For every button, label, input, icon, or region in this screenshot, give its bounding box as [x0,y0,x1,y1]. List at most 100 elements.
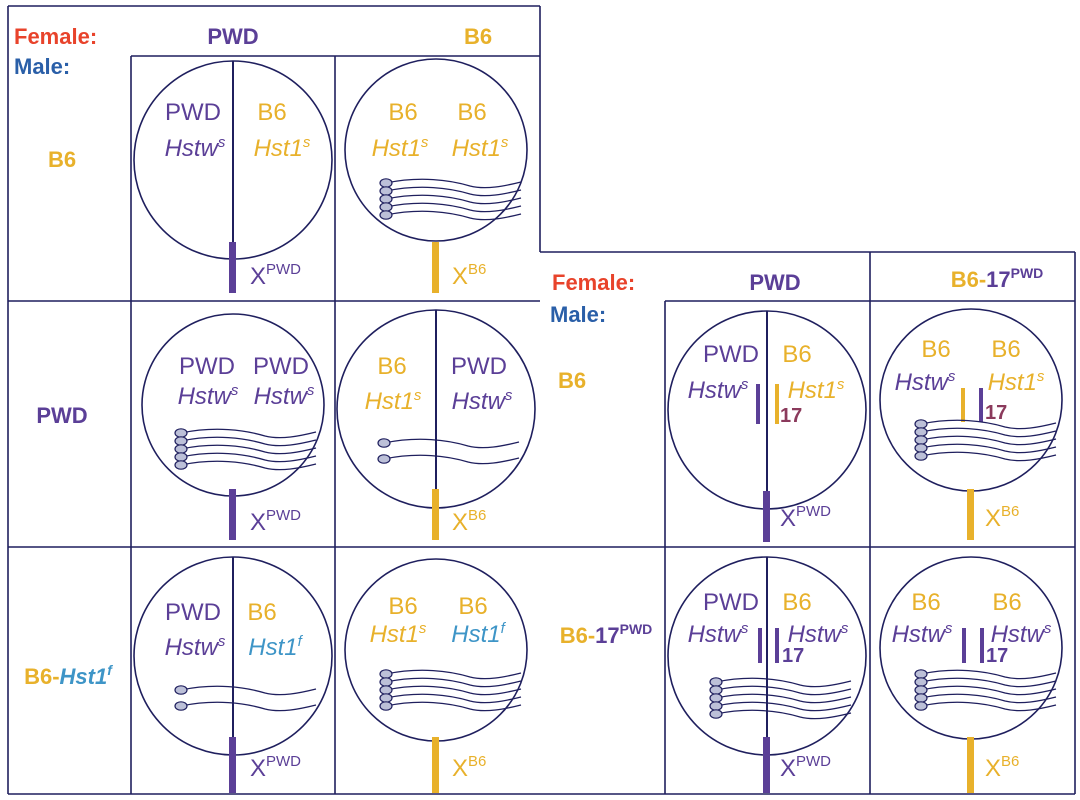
left-male-row-pwd: PWD [36,403,87,428]
cell-strain-left: B6 [377,353,406,380]
chr17-bar-b6 [775,384,779,424]
cell-gene-left: Hst1s [365,387,422,415]
cell-strain-right: B6 [247,599,276,626]
x-chromosome-bar [763,491,770,542]
cell-strain-right: PWD [253,353,309,380]
cell-strain-right: B6 [257,99,286,126]
testis-circle [344,558,528,742]
x-chromosome-label: XB6 [452,261,486,290]
cell-gene-left: Hst1s [370,620,427,648]
sperm-heads [377,438,391,464]
right-cell-b6-x-pwd: PWD B6 Hstws Hst1s 17 XPWD [667,310,867,542]
cell-gene-right: Hst1s [254,134,311,162]
cell-strain-left: PWD [703,341,759,368]
chr17-label: 17 [782,645,804,667]
sperm-bundle [715,677,852,720]
chr17-bar-pwd [756,384,760,424]
left-female-col-pwd: PWD [207,24,258,49]
x-chromosome-label: XB6 [452,507,486,536]
right-cell-b6-x-b6-17pwd: B6 B6 Hstws Hst1s 17 XB6 [879,308,1063,540]
chr17-bar-pwd [980,628,984,663]
left-cell-pwd-x-b6: B6 PWD Hst1s Hstws XB6 [336,309,536,540]
x-chromosome-label: XPWD [250,507,301,536]
left-grid [7,5,541,795]
cell-strain-left: PWD [165,99,221,126]
cell-gene-right: Hstws [788,620,849,648]
x-chromosome-bar [763,737,770,793]
cell-gene-left: Hstws [165,134,226,162]
cell-gene-left: Hstws [178,382,239,410]
cell-gene-left: Hstws [688,620,749,648]
chr17-label: 17 [985,402,1007,424]
cell-gene-right: Hstws [452,387,513,415]
x-chromosome-bar [229,737,236,793]
cell-strain-left: B6 [921,336,950,363]
left-cell-pwd-x-pwd: PWD PWD Hstws Hstws XPWD [141,313,325,540]
right-cell-b6-17pwd-x-b6-17pwd: B6 B6 Hstws Hstws 17 XB6 [879,556,1063,793]
x-chromosome-bar [432,489,439,540]
left-female-label: Female: [14,24,97,49]
testis-circle [879,556,1063,740]
right-female-col-b6-17pwd: B6-17PWD [951,265,1044,292]
testis-circle [344,58,528,242]
chr17-bar-pwd [979,388,983,422]
sperm-bundle [180,428,317,471]
sperm-heads [379,669,393,711]
left-female-col-b6: B6 [464,24,492,49]
x-chromosome-label: XPWD [780,503,831,532]
left-cell-b6hst1f-x-b6: B6 B6 Hst1s Hst1f XB6 [344,558,528,793]
cell-gene-right: Hst1f [248,633,303,661]
x-chromosome-bar [967,489,974,540]
cell-strain-left: PWD [165,599,221,626]
sperm-heads [174,428,188,470]
x-chromosome-label: XPWD [250,261,301,290]
x-chromosome-label: XPWD [780,753,831,782]
right-panel: Female: Male: PWD B6-17PWD B6 B6-17PWD P… [540,251,1076,795]
cell-gene-right: Hst1s [788,376,845,404]
cell-gene-left: Hstws [688,376,749,404]
left-male-row-b6-hst1f: B6-Hst1f [24,662,113,689]
cell-gene-right: Hst1s [988,368,1045,396]
sperm-bundle [385,178,522,221]
chr17-bar-pwd [962,628,966,663]
cell-gene-left: Hstws [892,620,953,648]
x-chromosome-label: XB6 [985,503,1019,532]
x-chromosome-bar [229,242,236,293]
cell-gene-left: Hstws [165,633,226,661]
right-male-row-b6: B6 [558,368,586,393]
x-chromosome-label: XB6 [985,753,1019,782]
right-female-label: Female: [552,270,635,295]
right-male-row-b6-17pwd: B6-17PWD [560,621,653,648]
left-cell-b6hst1f-x-pwd: PWD B6 Hstws Hst1f XPWD [133,556,333,793]
cell-strain-right: PWD [451,353,507,380]
cell-strain-right: B6 [458,593,487,620]
cell-strain-right: B6 [782,341,811,368]
sperm-heads [914,669,928,711]
x-chromosome-bar [432,737,439,793]
chr17-bar-pwd [758,628,762,663]
cell-strain-right: B6 [457,99,486,126]
cell-strain-left: PWD [703,589,759,616]
cell-strain-left: B6 [911,589,940,616]
cell-gene-right: Hstws [991,620,1052,648]
chr17-bar-b6 [961,388,965,422]
cell-strain-right: B6 [991,336,1020,363]
cell-strain-right: B6 [782,589,811,616]
cell-gene-right: Hst1s [452,134,509,162]
cell-gene-left: Hstws [895,368,956,396]
x-chromosome-label: XPWD [250,753,301,782]
cell-gene-right: Hst1f [451,620,506,648]
x-chromosome-label: XB6 [452,753,486,782]
right-male-label: Male: [550,302,606,327]
right-cell-b6-17pwd-x-pwd: PWD B6 Hstws Hstws 17 XPWD [667,556,867,793]
sperm-bundle [383,438,520,465]
sperm-bundle [920,669,1057,712]
testis-circle [879,308,1063,492]
sperm-bundle [385,669,522,712]
left-male-row-b6: B6 [48,147,76,172]
cell-strain-left: B6 [388,593,417,620]
cell-strain-left: B6 [388,99,417,126]
sperm-bundle [180,685,317,712]
x-chromosome-bar [432,242,439,293]
